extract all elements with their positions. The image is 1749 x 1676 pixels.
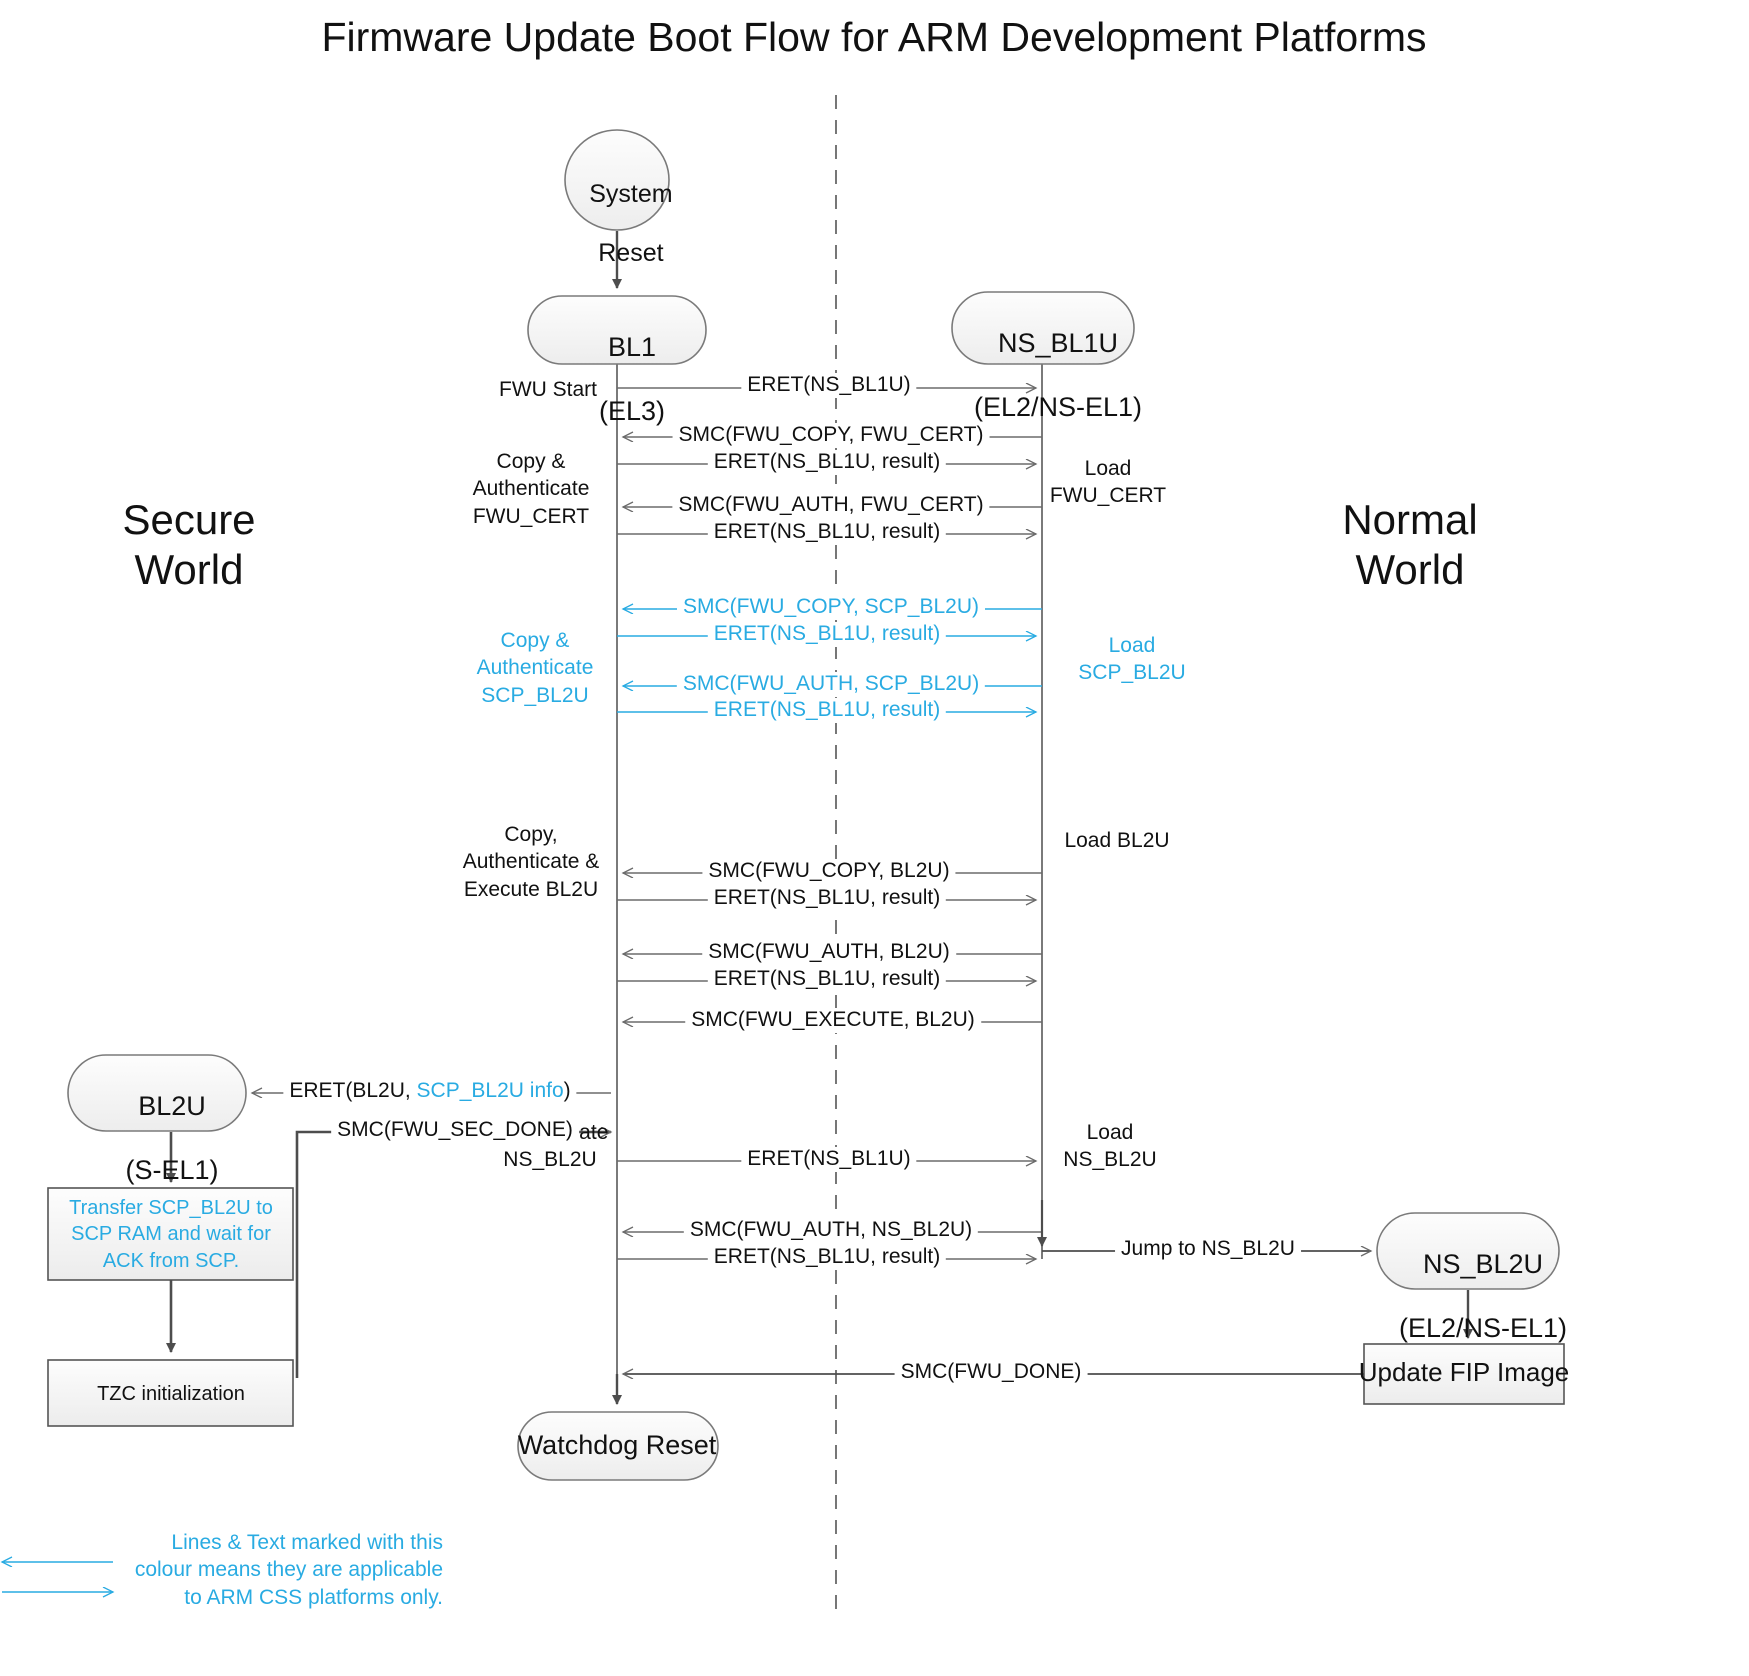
message-label-m12: SMC(FWU_AUTH, BL2U) [702,940,956,965]
message-label-m5: ERET(NS_BL1U, result) [707,520,947,545]
node-ns-bl2u-line2: (EL2/NS-EL1) [1398,1312,1568,1343]
node-system-reset-line1: System [589,179,673,208]
message-label-m4: SMC(FWU_AUTH, FWU_CERT) [672,493,990,518]
page-title: Firmware Update Boot Flow for ARM Develo… [321,14,1427,60]
legend-text: Lines & Text marked with this colour mea… [134,1531,443,1609]
message-label-m19: ERET(NS_BL1U, result) [707,1245,947,1270]
message-label-m1: ERET(NS_BL1U) [741,373,917,398]
node-bl2u-label: BL2U (S-EL1) [95,1059,218,1218]
message-label-m14: SMC(FWU_EXECUTE, BL2U) [685,1008,981,1033]
message-label-m2: SMC(FWU_COPY, FWU_CERT) [672,423,990,448]
secure-world-label: Secure World [122,496,256,593]
annotation-load-fwu-cert: Load FWU_CERT [1049,457,1167,508]
node-ns-bl1u-line1: NS_BL1U [997,327,1119,358]
box-update-fip-label: Update FIP Image [1358,1357,1570,1387]
node-watchdog-reset [517,1411,719,1481]
node-bl1-line2: (EL3) [598,395,666,426]
message-label-jump-ns-bl2u: Jump to NS_BL2U [1115,1237,1301,1262]
eret-bl2u-prefix: ERET(BL2U, [289,1079,417,1102]
normal-world-label: Normal World [1342,496,1478,593]
message-label-m10: SMC(FWU_COPY, BL2U) [702,859,956,884]
box-transfer-scp-label: Transfer SCP_BL2U to SCP RAM and wait fo… [69,1197,273,1272]
node-bl1-label: BL1 (EL3) [569,300,665,459]
node-bl2u-line2: (S-EL1) [125,1154,219,1185]
eret-bl2u-cyan-part: SCP_BL2U info [416,1079,564,1102]
annotation-load-bl2u: Load BL2U [1064,829,1170,852]
node-bl1-line1: BL1 [607,331,657,362]
annotation-copy-auth-exec-bl2u: Copy, Authenticate & Execute BL2U [462,823,600,901]
message-label-m17: ERET(NS_BL1U) [741,1147,917,1172]
message-label-m7: ERET(NS_BL1U, result) [707,622,947,647]
box-tzc-init [47,1359,294,1427]
box-tzc-init-label: TZC initialization [97,1383,245,1405]
message-label-m18: SMC(FWU_AUTH, NS_BL2U) [683,1218,979,1243]
eret-bl2u-suffix: ) [563,1079,571,1102]
node-ns-bl2u-label: NS_BL2U (EL2/NS-EL1) [1369,1217,1567,1376]
message-label-m3: ERET(NS_BL1U, result) [707,450,947,475]
node-ns-bl1u-label: NS_BL1U (EL2/NS-EL1) [944,296,1142,455]
annotation-load-ns-bl2u: Load NS_BL2U [1063,1121,1157,1172]
node-bl2u [67,1054,247,1132]
node-watchdog-reset-label: Watchdog Reset [517,1430,717,1460]
message-label-m8: SMC(FWU_AUTH, SCP_BL2U) [676,672,986,697]
annotation-load-scp-bl2u: Load SCP_BL2U [1078,634,1186,685]
node-system-reset-line2: Reset [598,238,664,267]
message-label-smc-fwu-sec-done: SMC(FWU_SEC_DONE) [331,1118,579,1143]
box-update-fip [1363,1343,1565,1405]
node-ns-bl1u-line2: (EL2/NS-EL1) [973,391,1143,422]
annotation-copy-auth-fwu-cert: Copy & Authenticate FWU_CERT [472,450,590,528]
node-system-reset-label: System Reset [561,150,672,298]
annotation-copy-auth-scp-bl2u: Copy & Authenticate SCP_BL2U [476,629,594,707]
message-label-m6: SMC(FWU_COPY, SCP_BL2U) [676,595,986,620]
message-label-m13: ERET(NS_BL1U, result) [707,967,947,992]
node-bl1 [527,295,707,365]
node-ns-bl1u [951,291,1135,365]
message-label-m9: ERET(NS_BL1U, result) [707,698,947,723]
node-ns-bl2u [1376,1212,1560,1290]
message-label-m11: ERET(NS_BL1U, result) [707,886,947,911]
box-transfer-scp [47,1187,294,1281]
node-bl2u-line1: BL2U [138,1090,206,1121]
message-label-smc-fwu-done: SMC(FWU_DONE) [894,1360,1088,1385]
node-system-reset [564,129,670,231]
node-ns-bl2u-line1: NS_BL2U [1422,1248,1544,1279]
message-lines [617,388,1042,1259]
annotation-fwu-start: FWU Start [499,378,597,401]
message-label-eret-bl2u: ERET(BL2U, SCP_BL2U info) [283,1079,577,1104]
